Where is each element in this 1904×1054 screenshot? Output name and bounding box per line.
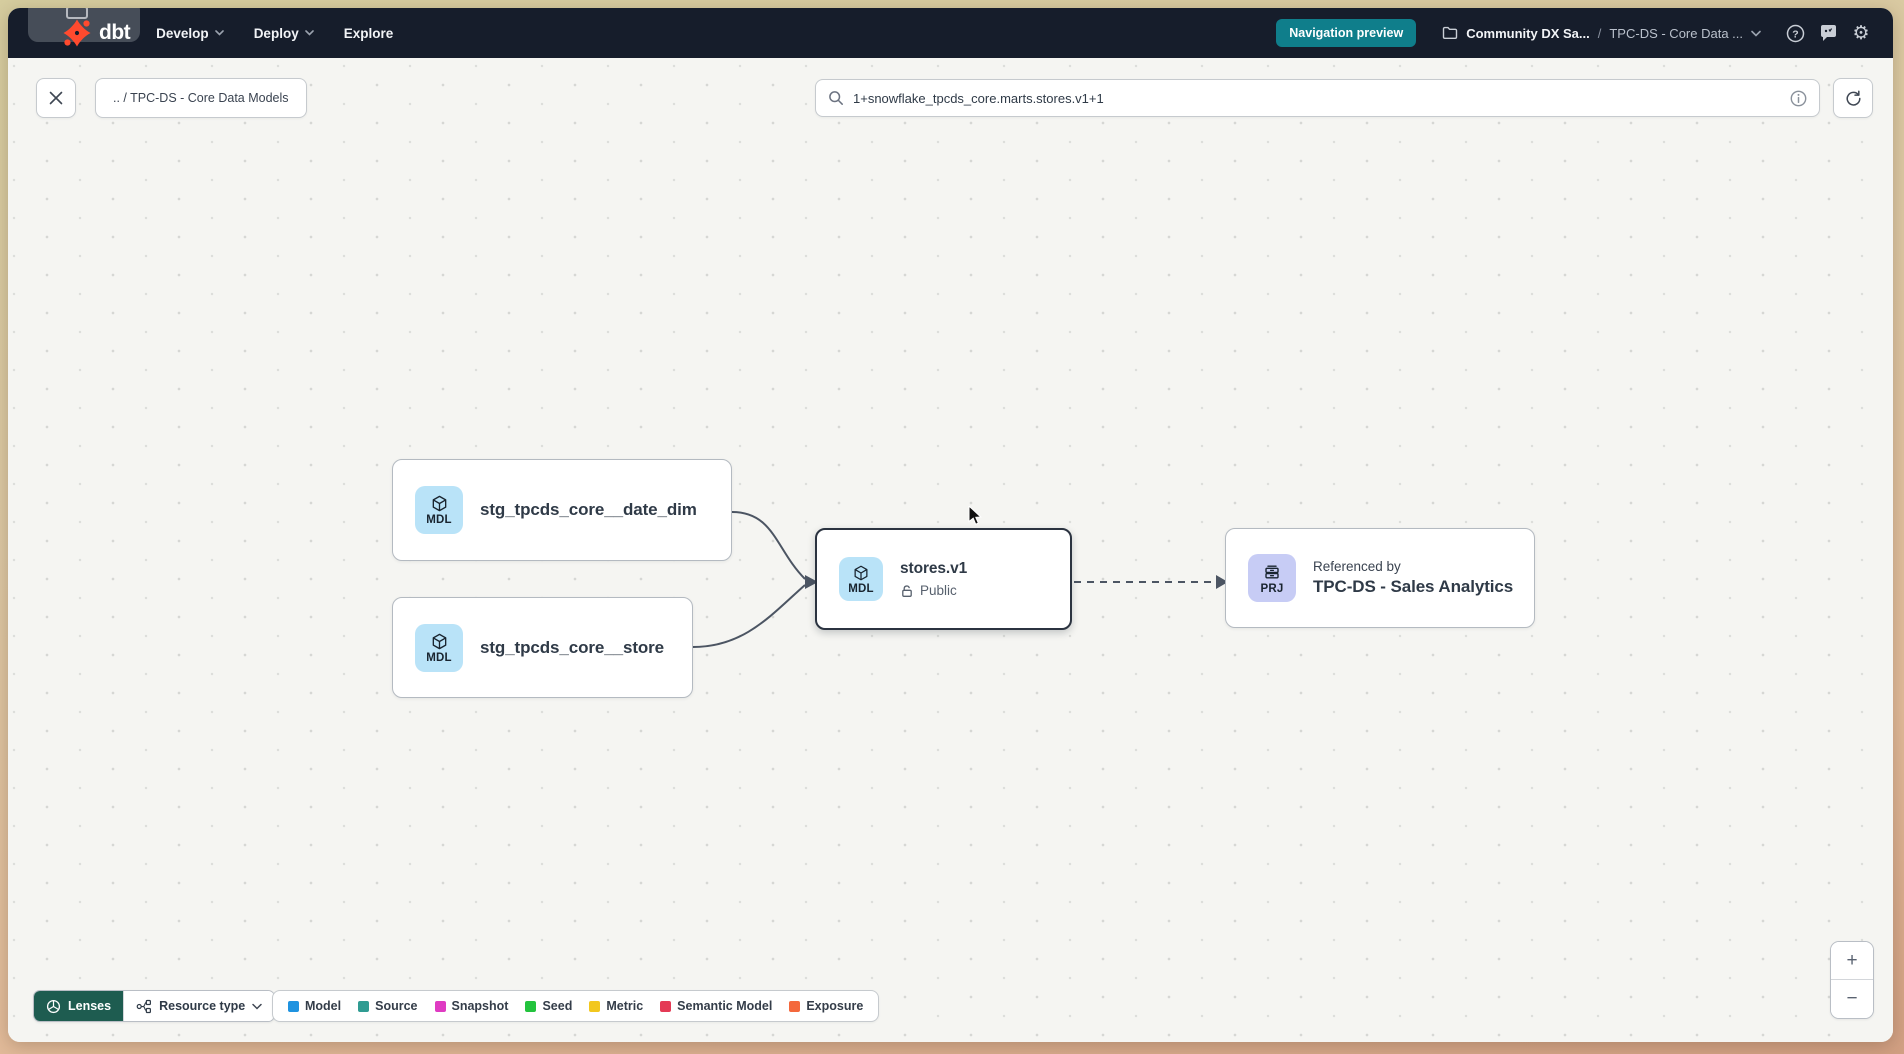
account-project-breadcrumb[interactable]: Community DX Sa... / TPC-DS - Core Data … [1442, 26, 1761, 41]
legend-item-snapshot: Snapshot [434, 999, 508, 1013]
dbt-logo-text: dbt [99, 21, 131, 44]
model-badge: MDL [415, 623, 463, 672]
nav-right-cluster: Navigation preview Community DX Sa... / … [1276, 19, 1871, 47]
help-icon[interactable]: ? [1785, 23, 1805, 43]
nav-item-deploy-label: Deploy [253, 25, 299, 41]
resource-type-legend: Model Source Snapshot Seed Metric Semant… [272, 990, 880, 1022]
nav-item-develop[interactable]: Develop [156, 26, 224, 41]
nav-item-explore-label: Explore [343, 25, 394, 41]
referenced-by-label: Referenced by [1313, 559, 1401, 574]
dbt-logo[interactable]: dbt [62, 18, 131, 48]
navigation-preview-badge[interactable]: Navigation preview [1276, 19, 1417, 47]
legend-swatch [525, 1000, 537, 1012]
nav-utility-icons: ? ⚙ [1785, 23, 1871, 43]
project-badge-label: PRJ [1260, 582, 1284, 595]
chevron-down-icon [304, 30, 314, 36]
legend-swatch [789, 1000, 801, 1012]
svg-text:?: ? [1792, 28, 1798, 40]
model-badge: MDL [839, 557, 883, 601]
search-icon [829, 91, 843, 105]
unlock-icon [902, 584, 912, 597]
model-badge-label: MDL [848, 582, 874, 595]
lineage-breadcrumb[interactable]: .. / TPC-DS - Core Data Models [95, 78, 307, 118]
lens-aperture-icon [46, 999, 61, 1013]
nav-item-explore[interactable]: Explore [344, 26, 394, 41]
node-tpcds-sales-analytics[interactable]: PRJ Referenced by TPC-DS - Sales Analyti… [1225, 528, 1535, 628]
app-window: dbt Develop Deploy Explore Navigation pr… [8, 8, 1893, 1042]
cube-icon [854, 565, 868, 580]
node-text-block: Referenced by TPC-DS - Sales Analytics [1313, 559, 1513, 597]
top-navbar: dbt Develop Deploy Explore Navigation pr… [8, 8, 1893, 58]
node-text-block: stores.v1 Public [900, 560, 967, 598]
model-badge-label: MDL [426, 651, 452, 664]
close-icon [49, 91, 63, 105]
project-drawers-icon [1265, 565, 1279, 579]
legend-swatch [434, 1000, 446, 1012]
cube-icon [432, 633, 446, 649]
node-title: TPC-DS - Sales Analytics [1313, 577, 1514, 596]
legend-item-seed: Seed [525, 999, 572, 1013]
node-title: stores.v1 [900, 560, 968, 577]
legend-item-metric: Metric [589, 999, 643, 1013]
model-badge-label: MDL [426, 514, 452, 526]
lenses-control-group: Lenses Resource type [33, 990, 276, 1022]
node-title: stg_tpcds_core__store [480, 637, 665, 657]
legend-swatch [589, 1000, 601, 1012]
nav-item-deploy[interactable]: Deploy [254, 26, 314, 41]
resource-type-label: Resource type [159, 999, 246, 1013]
project-badge: PRJ [1248, 554, 1296, 602]
lineage-breadcrumb-label: .. / TPC-DS - Core Data Models [113, 91, 289, 105]
nav-item-develop-label: Develop [156, 25, 209, 41]
legend-swatch [660, 1000, 672, 1012]
refresh-icon [1846, 90, 1861, 106]
node-title: stg_tpcds_core__date_dim [480, 500, 697, 519]
nav-menu: Develop Deploy Explore [156, 26, 393, 41]
lineage-canvas[interactable]: .. / TPC-DS - Core Data Models [8, 58, 1893, 1042]
selector-search-input[interactable] [853, 90, 1781, 106]
legend-item-source: Source [358, 999, 418, 1013]
feedback-icon[interactable] [1818, 23, 1838, 43]
lenses-label: Lenses [68, 999, 112, 1013]
mouse-cursor [968, 506, 982, 525]
access-row: Public [900, 583, 967, 598]
legend-swatch [288, 1000, 299, 1012]
zoom-in-button[interactable]: + [1831, 942, 1873, 980]
legend-item-semantic-model: Semantic Model [660, 999, 772, 1013]
node-stg-tpcds-core-date-dim[interactable]: MDL stg_tpcds_core__date_dim [392, 459, 732, 561]
chevron-down-icon [252, 1003, 262, 1010]
resource-type-dropdown[interactable]: Resource type [123, 991, 275, 1021]
legend-swatch [358, 1000, 370, 1012]
node-stores-v1-selected[interactable]: MDL stores.v1 Public [815, 528, 1072, 630]
project-name[interactable]: TPC-DS - Core Data ... [1609, 25, 1743, 41]
node-stg-tpcds-core-store[interactable]: MDL stg_tpcds_core__store [392, 597, 693, 698]
model-badge: MDL [415, 486, 463, 534]
settings-icon[interactable]: ⚙ [1852, 22, 1870, 44]
resource-graph-icon [136, 999, 152, 1013]
zoom-out-button[interactable]: − [1831, 980, 1873, 1018]
lenses-button[interactable]: Lenses [34, 991, 124, 1021]
zoom-control: + − [1830, 941, 1874, 1019]
refresh-lineage-button[interactable] [1833, 78, 1873, 118]
mini-screen-icon [66, 8, 88, 19]
close-lineage-button[interactable] [36, 78, 76, 118]
chevron-down-icon[interactable] [1751, 30, 1761, 37]
dbt-logo-icon [63, 19, 91, 47]
info-icon[interactable] [1790, 90, 1807, 107]
lineage-search [815, 79, 1820, 117]
cube-icon [432, 495, 446, 512]
breadcrumb-separator: / [1597, 25, 1602, 41]
access-label: Public [920, 583, 957, 598]
legend-item-exposure: Exposure [789, 999, 863, 1013]
legend-item-model: Model [288, 999, 341, 1013]
folder-icon [1443, 26, 1458, 39]
chevron-down-icon [214, 30, 224, 36]
account-name[interactable]: Community DX Sa... [1466, 25, 1590, 41]
